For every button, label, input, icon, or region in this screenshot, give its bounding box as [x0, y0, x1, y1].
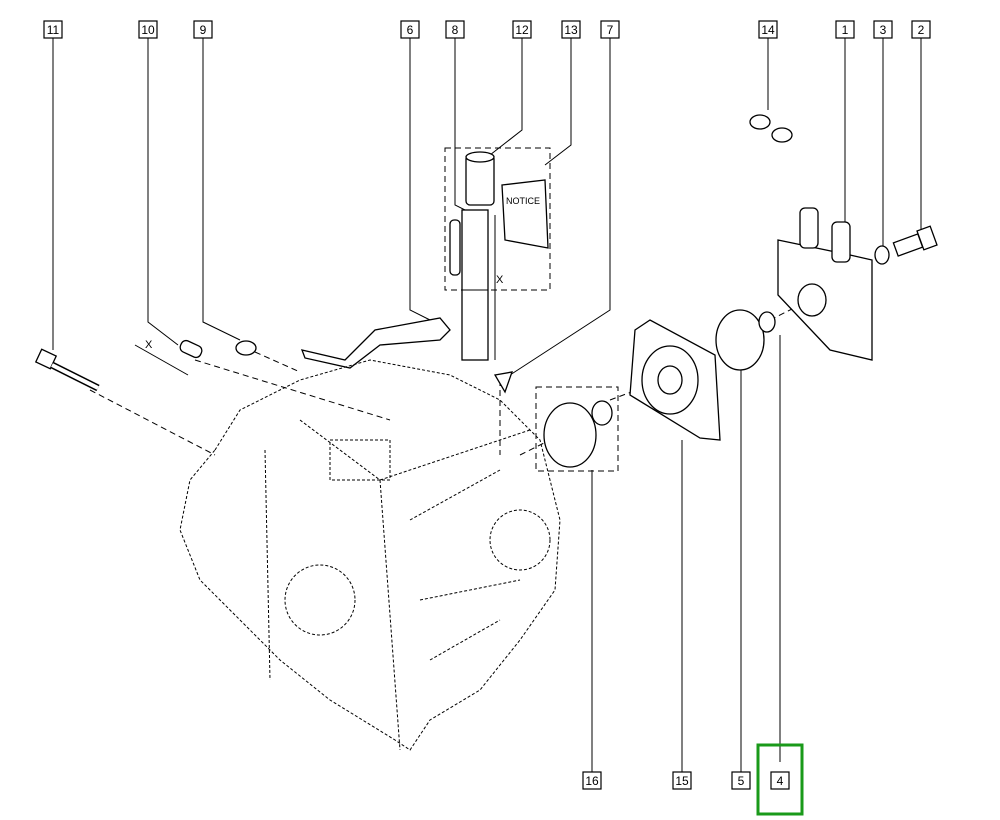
callout-4[interactable]: 4 [770, 771, 790, 790]
svg-text:X: X [496, 274, 504, 286]
callout-3[interactable]: 3 [873, 20, 893, 39]
callout-13[interactable]: 13 [561, 20, 581, 39]
svg-text:12: 12 [515, 23, 529, 37]
svg-text:4: 4 [777, 774, 784, 788]
callout-2[interactable]: 2 [911, 20, 931, 39]
gasket-16 [543, 402, 597, 468]
svg-text:2: 2 [918, 23, 925, 37]
callout-7[interactable]: 7 [600, 20, 620, 39]
adapter-plate-15 [629, 319, 721, 441]
leader-lines [52, 38, 922, 772]
svg-text:X: X [145, 339, 153, 351]
callout-6[interactable]: 6 [400, 20, 420, 39]
dipstick-tube-8: X [461, 209, 504, 361]
callout-4-highlight [756, 743, 804, 816]
callout-10[interactable]: 10 [138, 20, 158, 39]
nut-9 [235, 340, 257, 356]
svg-text:1: 1 [842, 23, 849, 37]
callout-16[interactable]: 16 [582, 771, 602, 790]
seal-group-box [535, 386, 619, 472]
svg-text:9: 9 [200, 23, 207, 37]
bolt-2 [892, 225, 938, 257]
gearbox-housing [179, 359, 561, 751]
oil-cooler-1 [777, 207, 873, 361]
kit-group-box [444, 147, 551, 291]
svg-text:8: 8 [452, 23, 459, 37]
callout-11[interactable]: 11 [43, 20, 63, 39]
svg-text:14: 14 [761, 23, 775, 37]
svg-text:5: 5 [738, 774, 745, 788]
svg-text:6: 6 [407, 23, 414, 37]
bolt-11 [34, 348, 100, 392]
notice-booklet-13: NOTICE [501, 179, 549, 249]
washer-3 [874, 245, 890, 265]
pin-10: X [134, 339, 203, 376]
svg-text:7: 7 [607, 23, 614, 37]
svg-text:15: 15 [675, 774, 689, 788]
cap-7 [493, 371, 513, 394]
callout-5[interactable]: 5 [731, 771, 751, 790]
callout-15[interactable]: 15 [672, 771, 692, 790]
svg-text:16: 16 [585, 774, 599, 788]
seal-5 [715, 309, 765, 371]
callout-14[interactable]: 14 [758, 20, 778, 39]
o-ring-16 [591, 400, 613, 426]
callout-1[interactable]: 1 [835, 20, 855, 39]
callout-12[interactable]: 12 [512, 20, 532, 39]
adapters [449, 219, 461, 276]
plug-12 [465, 151, 495, 206]
svg-text:10: 10 [141, 23, 155, 37]
pipe-6 [300, 317, 451, 369]
callout-9[interactable]: 9 [193, 20, 213, 39]
svg-text:3: 3 [880, 23, 887, 37]
svg-text:13: 13 [564, 23, 578, 37]
o-ring-4 [758, 311, 776, 333]
clip-14 [749, 114, 793, 143]
svg-text:11: 11 [47, 23, 60, 37]
callout-8[interactable]: 8 [445, 20, 465, 39]
svg-text:NOTICE: NOTICE [506, 196, 540, 206]
